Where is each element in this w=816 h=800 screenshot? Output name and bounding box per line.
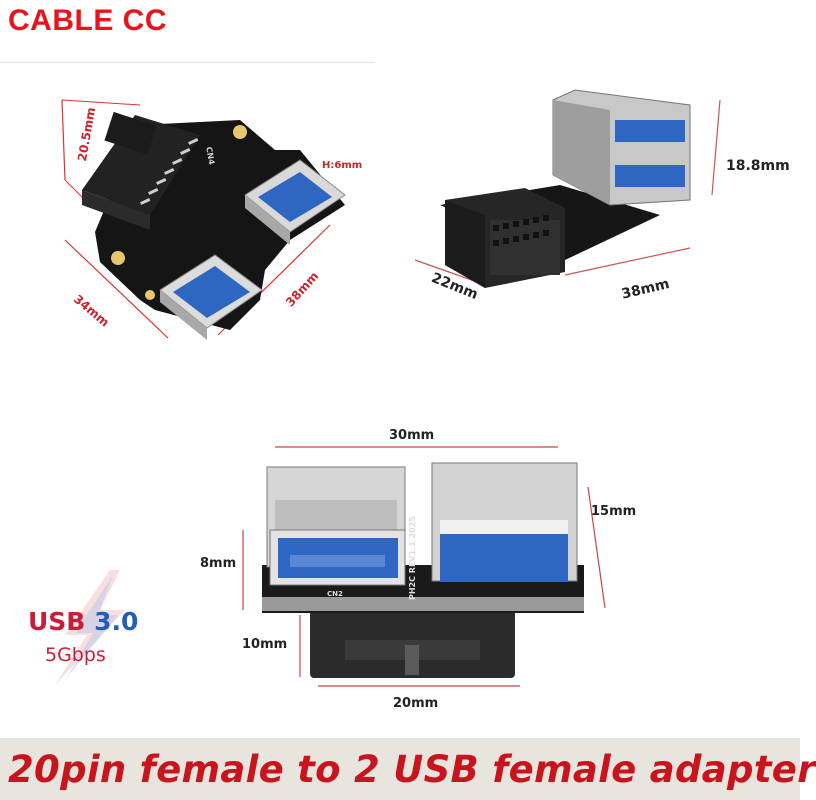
usb-speed: 5Gbps — [45, 644, 106, 666]
dim-height-top-right: 18.8mm — [726, 158, 790, 174]
brand-title: CABLE CC — [8, 4, 167, 37]
bottom-banner — [0, 738, 800, 800]
usb-version-title: USB 3.0 — [28, 607, 138, 636]
brand-divider — [0, 62, 375, 63]
pcb-label-rev: PH2C REV1.1 2025 — [408, 516, 417, 600]
pcb-label-cn2: CN2 — [327, 590, 343, 598]
dim-width-top-front: 30mm — [389, 428, 435, 443]
usb-label: USB — [28, 607, 86, 636]
dim-width-bottom-front: 20mm — [393, 696, 439, 711]
dim-header-height-front: 10mm — [242, 637, 288, 652]
dim-port-height: H:6mm — [322, 160, 363, 171]
lightning-icon — [55, 570, 125, 685]
dim-height-right-front: 15mm — [591, 504, 637, 519]
dim-port-height-front: 8mm — [200, 556, 237, 571]
usb-version: 3.0 — [94, 607, 139, 636]
banner-title: 20pin female to 2 USB female adapter — [8, 748, 816, 791]
